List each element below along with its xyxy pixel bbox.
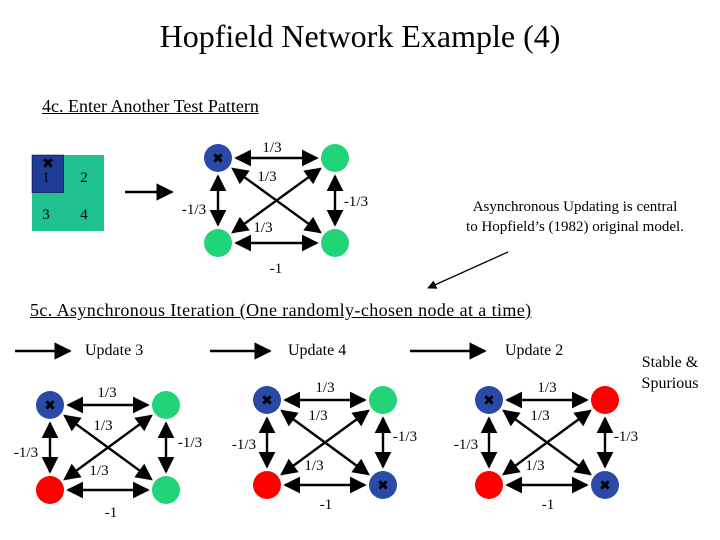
- grid-cell-3-label: 3: [42, 207, 50, 223]
- network-after-update-4: ✖ ✖ 1/3 1/3 1/3 -1/3 -1/3 -1: [232, 380, 417, 513]
- weight-label-diag-b: 1/3: [304, 458, 323, 474]
- node-2: [152, 391, 180, 419]
- grid-cell-1: [31, 154, 65, 194]
- section-heading-4c: 4c. Enter Another Test Pattern: [42, 96, 259, 116]
- update-3-label: Update 3: [85, 342, 144, 359]
- edge-diagonal-b: [63, 414, 153, 481]
- node-4: [591, 471, 619, 499]
- update-2-label: Update 2: [505, 342, 564, 359]
- node-1-mark-icon: ✖: [261, 394, 273, 409]
- node-3: [36, 476, 64, 504]
- grid-cell-2: [64, 155, 104, 193]
- weight-label-bottom: -1: [542, 497, 555, 513]
- edge-diagonal-b: [231, 167, 322, 234]
- weight-label-left: -1/3: [182, 202, 206, 218]
- weight-label-diag-a: 1/3: [93, 418, 112, 434]
- weight-label-left: -1/3: [232, 437, 256, 453]
- slide-title: Hopfield Network Example (4): [159, 18, 561, 54]
- grid-cell-4: [64, 193, 104, 231]
- stable-note-line-1: Stable &: [641, 354, 699, 371]
- node-1: [36, 391, 64, 419]
- grid-cell-3: [32, 193, 64, 231]
- grid-cell-4-label: 4: [80, 207, 88, 223]
- weight-label-diag-a: 1/3: [257, 169, 276, 185]
- weight-label-diag-a: 1/3: [530, 408, 549, 424]
- section-heading-5c: 5c. Asynchronous Iteration (One randomly…: [30, 300, 532, 320]
- weight-label-diag-b: 1/3: [525, 458, 544, 474]
- weight-label-top: 1/3: [537, 380, 556, 396]
- node-1: [475, 386, 503, 414]
- weight-label-right: -1/3: [344, 194, 368, 210]
- weight-label-right: -1/3: [614, 429, 638, 445]
- grid-cell-1-mark-icon: ✖: [42, 157, 54, 172]
- weight-label-right: -1/3: [178, 435, 202, 451]
- node-4: [152, 476, 180, 504]
- async-note-line-2: to Hopfield’s (1982) original model.: [466, 219, 684, 235]
- weight-label-diag-b: 1/3: [89, 463, 108, 479]
- weight-label-left: -1/3: [454, 437, 478, 453]
- weight-label-bottom: -1: [105, 505, 118, 521]
- node-1: [253, 386, 281, 414]
- node-4: [321, 229, 349, 257]
- weight-label-diag-a: 1/3: [308, 408, 327, 424]
- async-updating-note: Asynchronous Updating is central to Hopf…: [440, 197, 710, 237]
- update-4-label: Update 4: [288, 342, 347, 359]
- node-1-mark-icon: ✖: [44, 399, 56, 414]
- edge-diagonal-b: [280, 409, 370, 476]
- node-2: [591, 386, 619, 414]
- node-4-mark-icon: ✖: [599, 479, 611, 494]
- stable-note-line-2: Spurious: [641, 375, 699, 392]
- node-1-mark-icon: ✖: [212, 152, 224, 167]
- weight-label-top: 1/3: [315, 380, 334, 396]
- weight-label-top: 1/3: [97, 385, 116, 401]
- edge-diagonal-b: [502, 409, 592, 476]
- node-2: [321, 144, 349, 172]
- node-4-mark-icon: ✖: [377, 479, 389, 494]
- grid-cell-2-label: 2: [80, 170, 88, 186]
- network-test-pattern: ✖ 1/3 1/3 1/3 -1/3 -1/3 -1: [182, 140, 368, 277]
- grid-cell-1-label: 1: [42, 170, 50, 186]
- note-pointer-arrow: [427, 251, 509, 289]
- weight-label-right: -1/3: [393, 429, 417, 445]
- weight-label-left: -1/3: [14, 445, 38, 461]
- weight-label-diag-b: 1/3: [253, 220, 272, 236]
- weight-label-bottom: -1: [320, 497, 333, 513]
- node-3: [204, 229, 232, 257]
- network-after-update-2: ✖ ✖ 1/3 1/3 1/3 -1/3 -1/3 -1: [454, 380, 638, 513]
- node-3: [253, 471, 281, 499]
- network-after-update-3: ✖ 1/3 1/3 1/3 -1/3 -1/3 -1: [14, 385, 202, 521]
- node-4: [369, 471, 397, 499]
- node-1: [204, 144, 232, 172]
- async-note-line-1: Asynchronous Updating is central: [472, 199, 678, 215]
- node-3: [475, 471, 503, 499]
- weight-label-bottom: -1: [270, 261, 283, 277]
- weight-label-top: 1/3: [262, 140, 281, 156]
- node-1-mark-icon: ✖: [483, 394, 495, 409]
- stable-spurious-note: Stable & Spurious: [622, 352, 718, 394]
- input-pattern-grid: ✖ 1 2 3 4: [31, 154, 104, 231]
- node-2: [369, 386, 397, 414]
